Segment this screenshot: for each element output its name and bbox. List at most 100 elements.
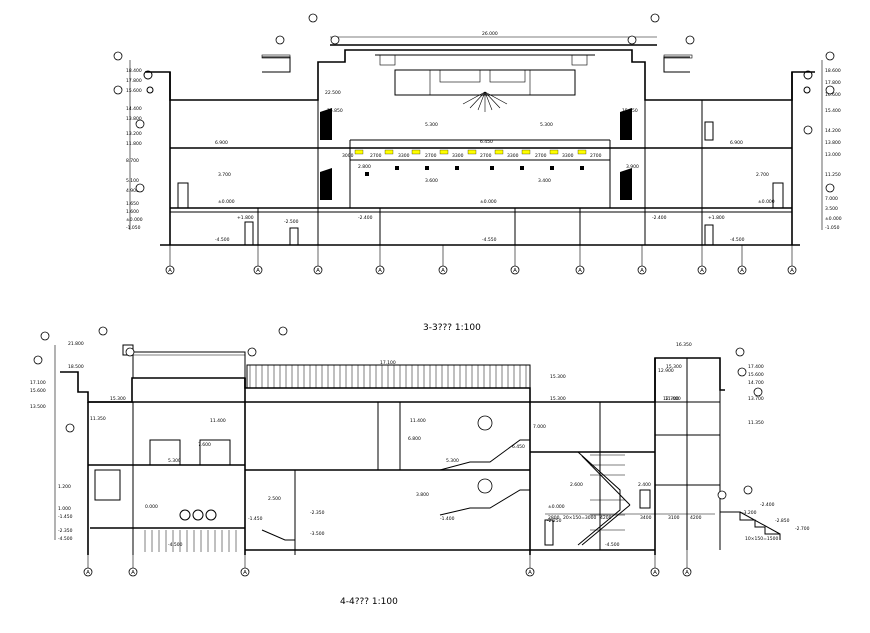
- right-level-marks: 18.600 17.800 16.600 15.400 14.200 13.80…: [803, 51, 842, 231]
- grid-axis-label: A: [131, 570, 135, 576]
- level-mark: 18.600: [825, 68, 841, 74]
- beam-dim: 2700: [480, 153, 492, 159]
- level-mark: 17.100: [380, 360, 396, 366]
- level-mark: 21.800: [68, 341, 84, 347]
- stair-dim: 4200: [600, 515, 612, 521]
- overall-dimension: 26.000: [482, 31, 498, 37]
- stair-dim: 10×150=1500: [745, 536, 778, 542]
- right-level-marks: 16.350 15.300 12.700 17.400 15.600 14.70…: [663, 342, 810, 532]
- level-mark: 6.800: [408, 436, 421, 442]
- level-mark: 15.300: [666, 364, 682, 370]
- level-mark: 3.600: [425, 178, 438, 184]
- level-mark: 11.350: [90, 416, 106, 422]
- grid-axis-label: A: [700, 268, 704, 274]
- grid-axes: A A A A A A A A A A A: [165, 245, 797, 275]
- level-mark: 13.200: [126, 131, 142, 137]
- grid-axes: A A A A A A: [83, 550, 692, 577]
- level-mark: 13.800: [825, 140, 841, 146]
- level-mark: 18.400: [126, 68, 142, 74]
- grid-axis-label: A: [685, 570, 689, 576]
- level-mark: 2.800: [358, 164, 371, 170]
- level-mark: 5.100: [126, 178, 139, 184]
- left-level-marks: 18.400 17.800 15.600 14.400 13.800 13.20…: [113, 51, 145, 231]
- grid-axis-label: A: [528, 570, 532, 576]
- stair-flights: [577, 451, 631, 546]
- level-mark: 3.400: [538, 178, 551, 184]
- level-mark: 15.600: [30, 388, 46, 394]
- level-mark: -2.400: [358, 215, 373, 221]
- level-mark: 17.800: [126, 78, 142, 84]
- section-title: 4-4??? 1:100: [340, 597, 398, 607]
- level-mark: 7.000: [533, 424, 546, 430]
- level-mark: -1.050: [825, 225, 840, 231]
- level-mark: 14.200: [825, 128, 841, 134]
- section-3-3: 26.000: [113, 13, 842, 333]
- level-mark: 6.900: [215, 140, 228, 146]
- level-mark: 12.900: [658, 368, 674, 374]
- level-mark: 2.500: [268, 496, 281, 502]
- level-mark: 3.900: [626, 164, 639, 170]
- beam-dim: 2700: [590, 153, 602, 159]
- level-mark: -2.500: [284, 219, 299, 225]
- level-mark: +1.800: [237, 215, 254, 221]
- level-mark: 15.850: [622, 108, 638, 114]
- grid-axis-label: A: [378, 268, 382, 274]
- level-mark: 7.000: [825, 196, 838, 202]
- stair-dim: 3100: [668, 515, 680, 521]
- beam-dim: 2700: [370, 153, 382, 159]
- level-mark: 6.900: [730, 140, 743, 146]
- level-mark: 11.400: [410, 418, 426, 424]
- level-mark: 15.300: [550, 374, 566, 380]
- level-mark: 1.000: [58, 506, 71, 512]
- level-mark: +1.800: [708, 215, 725, 221]
- beam-row: [354, 149, 587, 155]
- level-mark: 11.800: [126, 141, 142, 147]
- grid-axis-label: A: [243, 570, 247, 576]
- grid-axis-label: A: [578, 268, 582, 274]
- level-mark: -3.200: [742, 510, 757, 516]
- level-mark: -2.700: [795, 526, 810, 532]
- level-mark: 2.700: [756, 172, 769, 178]
- level-mark: 4.900: [126, 188, 139, 194]
- stair-dim: 20×150=3000: [563, 515, 596, 521]
- level-mark: -1.400: [440, 516, 455, 522]
- level-mark: ±0.000: [548, 504, 565, 510]
- beam-dim: 2700: [425, 153, 437, 159]
- grid-axis-label: A: [316, 268, 320, 274]
- level-mark: 22.500: [325, 90, 341, 96]
- duct-markers: [365, 166, 584, 176]
- level-mark: 14.400: [126, 106, 142, 112]
- grid-axis-label: A: [86, 570, 90, 576]
- grid-axis-label: A: [256, 268, 260, 274]
- level-mark: 3.800: [416, 492, 429, 498]
- level-mark: 13.000: [825, 152, 841, 158]
- section-title: 3-3??? 1:100: [423, 323, 481, 333]
- level-mark: -4.500: [730, 237, 745, 243]
- level-mark: 3.500: [825, 206, 838, 212]
- level-mark: 15.600: [126, 88, 142, 94]
- level-mark: 0.000: [145, 504, 158, 510]
- level-mark: -4.500: [168, 542, 183, 548]
- beam-dim: 3300: [562, 153, 574, 159]
- level-mark: 6.450: [480, 139, 493, 145]
- beam-dim: 3300: [452, 153, 464, 159]
- level-mark: -2.250: [547, 518, 562, 524]
- grid-axis-label: A: [168, 268, 172, 274]
- level-mark: 11.350: [748, 420, 764, 426]
- level-mark: 6.450: [512, 444, 525, 450]
- grid-axis-label: A: [441, 268, 445, 274]
- level-mark: 17.800: [825, 80, 841, 86]
- section-4-4: 17.100 15.300 15.300 12.900 11.400 11.40…: [30, 326, 810, 607]
- grid-axis-label: A: [740, 268, 744, 274]
- level-mark: 11.250: [825, 172, 841, 178]
- grid-axis-label: A: [513, 268, 517, 274]
- level-mark: 17.400: [748, 364, 764, 370]
- level-mark: 16.350: [676, 342, 692, 348]
- level-mark: ±0.000: [218, 199, 235, 205]
- level-mark: 1.600: [126, 209, 139, 215]
- level-mark: 12.700: [663, 396, 679, 402]
- level-mark: 15.300: [110, 396, 126, 402]
- level-mark: -4.500: [605, 542, 620, 548]
- level-mark: ±0.000: [825, 216, 842, 222]
